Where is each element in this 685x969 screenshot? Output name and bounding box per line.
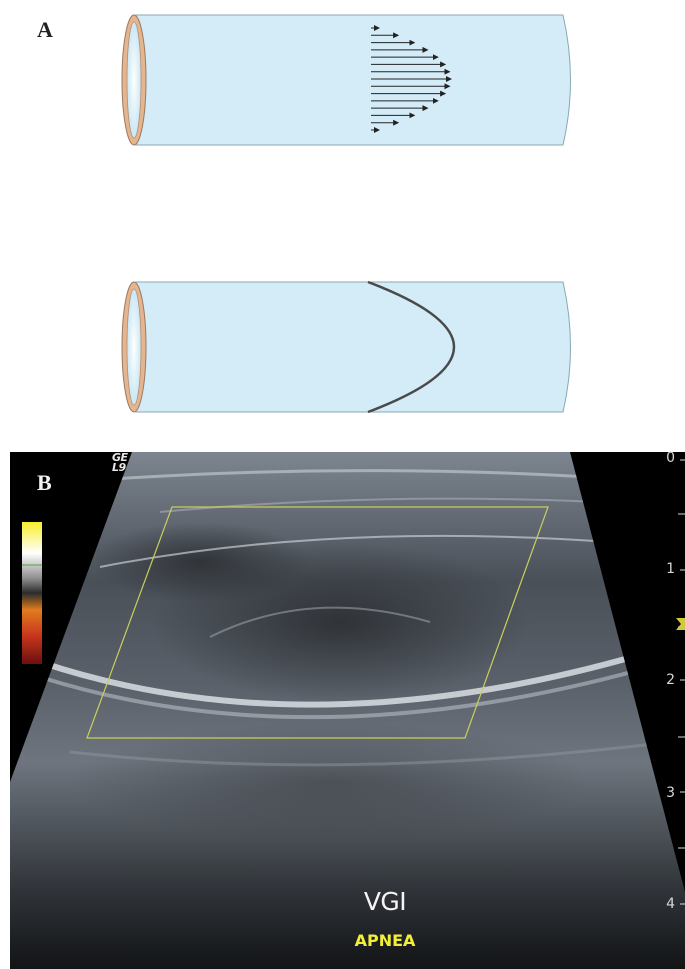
vessel-body [136, 15, 571, 145]
status-label: APNEA [325, 931, 445, 950]
vessel-body [136, 282, 571, 412]
depth-label-2: 2 [666, 672, 675, 688]
depth-label-1: 1 [666, 561, 675, 577]
vessel-opening [122, 15, 146, 145]
vessel-parabolic-profile-diagram [0, 265, 685, 425]
depth-label-4: 4 [666, 896, 675, 912]
vendor-logo: GE L9 [112, 453, 128, 473]
colorbar [22, 522, 42, 664]
mode-label: VGI [325, 887, 445, 916]
vessel-opening [122, 282, 146, 412]
depth-label-3: 3 [666, 785, 675, 801]
panel-label-b: B [37, 470, 52, 496]
vessel-velocity-arrows-diagram [0, 0, 685, 160]
depth-label-0: 0 [666, 450, 675, 466]
